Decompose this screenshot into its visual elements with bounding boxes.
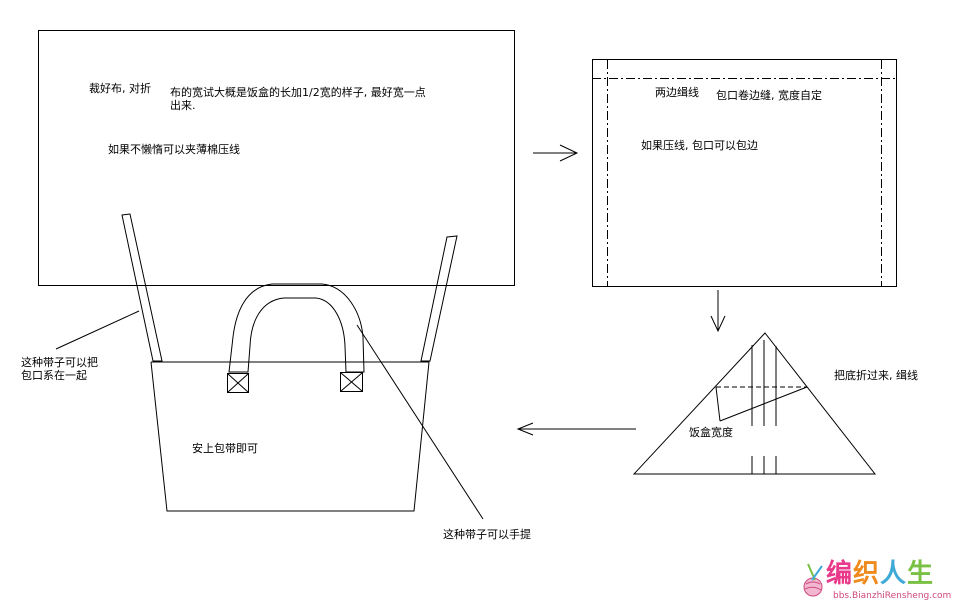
- label-fabric-width: 布的宽试大概是饭盒的长加1/2宽的样子, 最好宽一点出来.: [170, 86, 426, 112]
- leader-line-handle: [356, 324, 484, 520]
- right-tie-strap: [420, 235, 458, 362]
- stitched-fabric: [592, 59, 897, 287]
- bag-body: [150, 361, 430, 512]
- watermark-url: bbs.BianzhiRensheng.com: [833, 591, 952, 601]
- site-watermark: 编织人生 bbs.BianzhiRensheng.com: [800, 558, 952, 604]
- label-padding: 如果不懒惰可以夹薄棉压线: [108, 143, 240, 156]
- knitting-yarn-icon: [803, 563, 823, 597]
- watermark-char-3: 人: [880, 559, 908, 589]
- handle-anchor-left: [227, 373, 249, 393]
- label-attach-strap: 安上包带即可: [192, 442, 258, 455]
- label-hem: 包口卷边缝, 宽度自定: [716, 89, 822, 102]
- label-topstitch: 如果压线, 包口可以包边: [641, 139, 758, 152]
- arrow-left-icon: [516, 422, 636, 436]
- leader-line-tie: [55, 310, 140, 350]
- left-tie-strap: [121, 213, 163, 362]
- watermark-char-2: 织: [853, 559, 881, 589]
- label-cut-fold: 裁好布, 对折: [89, 82, 151, 95]
- arrow-right-icon: [533, 144, 579, 162]
- handle-anchor-right: [340, 372, 363, 392]
- watermark-char-1: 编: [826, 559, 854, 589]
- watermark-char-4: 生: [907, 559, 935, 589]
- arrow-down-icon: [710, 290, 726, 333]
- label-box-width: 饭盒宽度: [689, 426, 733, 439]
- label-handle-strap: 这种带子可以手提: [443, 528, 531, 541]
- label-tie-strap: 这种带子可以把包口系在一起: [21, 356, 98, 382]
- folded-bottom-triangle: [632, 332, 877, 475]
- fabric-rectangle: [38, 30, 515, 286]
- handle-strap: [228, 283, 365, 373]
- watermark-title: 编织人生: [826, 558, 934, 590]
- label-sides-stitch: 两边缉线: [655, 86, 699, 99]
- label-fold-bottom: 把底折过来, 缉线: [834, 369, 918, 382]
- finished-bag: [121, 213, 458, 512]
